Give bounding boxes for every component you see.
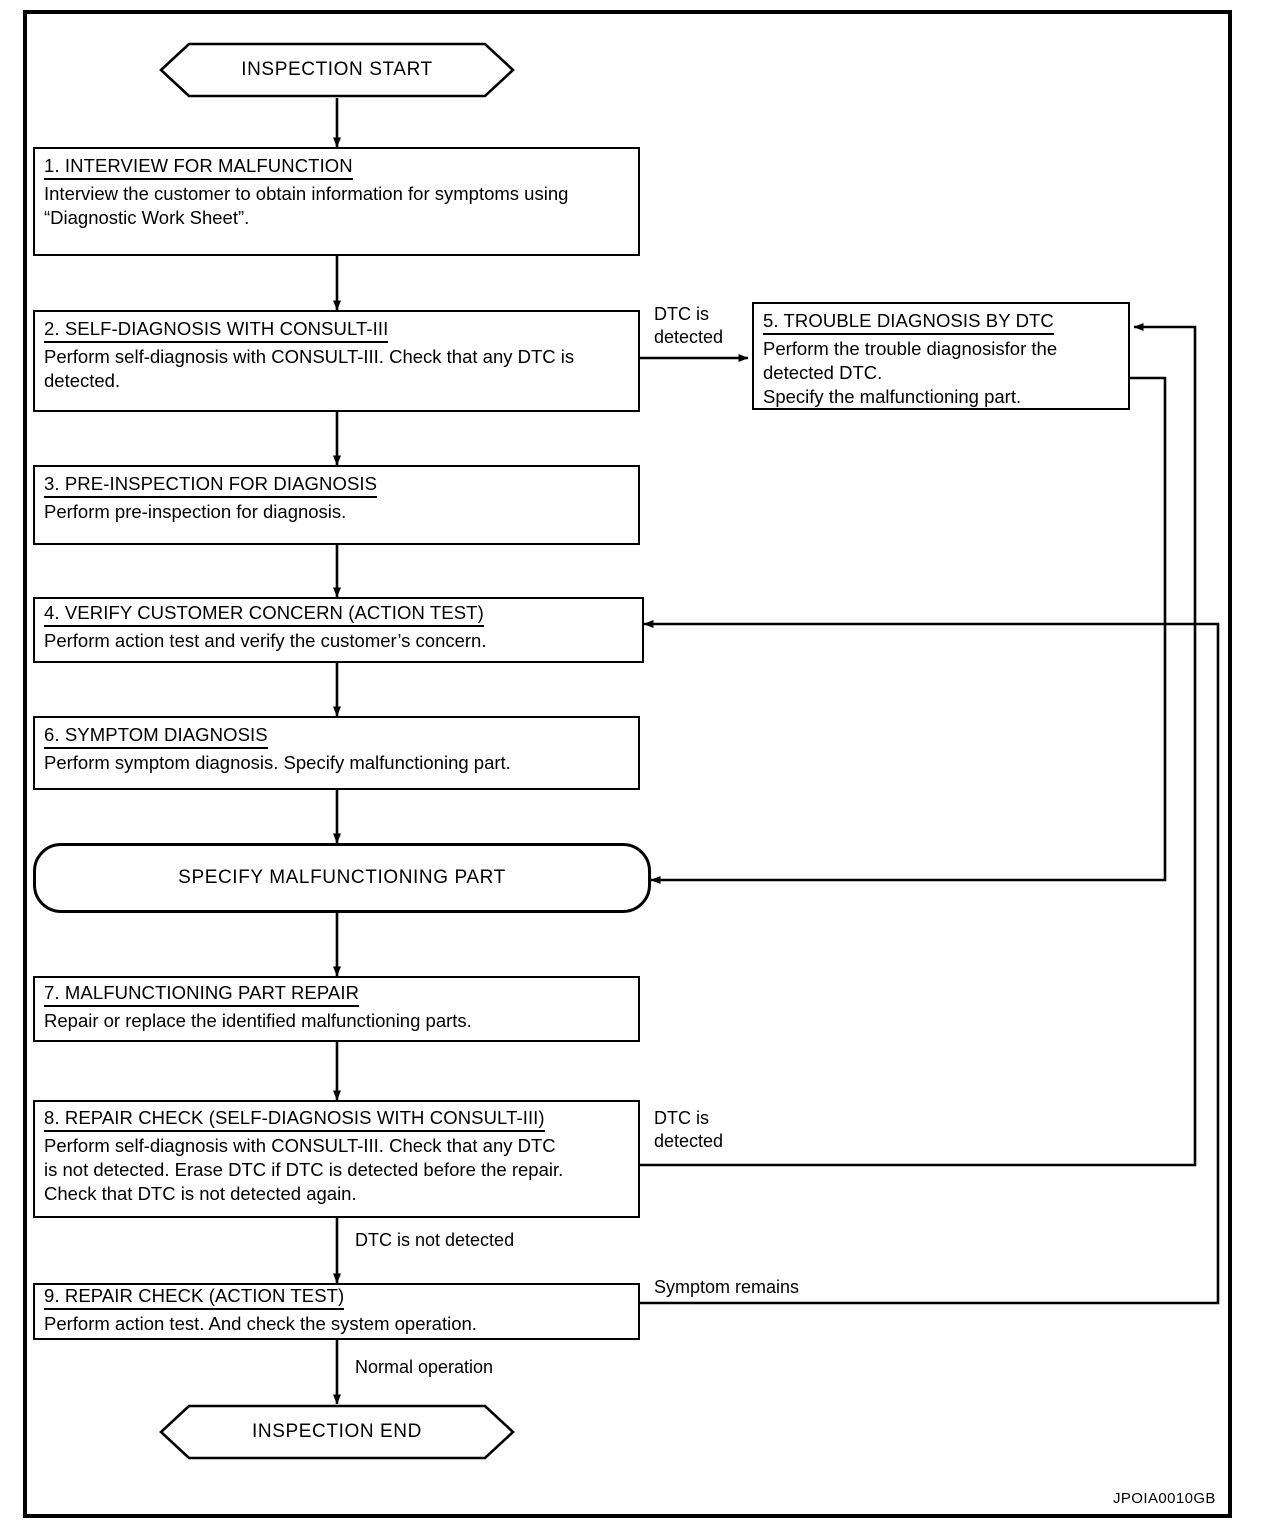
step6-line1: Perform symptom diagnosis. Specify malfu… xyxy=(44,752,511,773)
step9-line1: Perform action test. And check the syste… xyxy=(44,1313,477,1334)
hexagon-shape-end xyxy=(159,1404,515,1460)
diagram-outer-frame xyxy=(23,10,1232,1518)
process-box-step8: 8. REPAIR CHECK (SELF-DIAGNOSIS WITH CON… xyxy=(33,1100,640,1218)
step1-line1: Interview the customer to obtain informa… xyxy=(44,183,569,204)
process-box-step1: 1. INTERVIEW FOR MALFUNCTION Interview t… xyxy=(33,147,640,256)
step5-line2: detected DTC. xyxy=(763,362,883,383)
step7-line1: Repair or replace the identified malfunc… xyxy=(44,1010,472,1031)
process-box-step2: 2. SELF-DIAGNOSIS WITH CONSULT-III Perfo… xyxy=(33,310,640,412)
hexagon-shape-start xyxy=(159,42,515,98)
process-box-step9: 9. REPAIR CHECK (ACTION TEST) Perform ac… xyxy=(33,1283,640,1340)
step4-header: 4. VERIFY CUSTOMER CONCERN (ACTION TEST) xyxy=(44,602,484,627)
start-label: INSPECTION START xyxy=(241,59,433,80)
step3-header: 3. PRE-INSPECTION FOR DIAGNOSIS xyxy=(44,473,378,498)
process-box-step7: 7. MALFUNCTIONING PART REPAIR Repair or … xyxy=(33,976,640,1042)
edge-label-dtc-detected-from-step8-line1: DTC is xyxy=(654,1108,709,1128)
step4-line1: Perform action test and verify the custo… xyxy=(44,630,487,651)
process-box-step4: 4. VERIFY CUSTOMER CONCERN (ACTION TEST)… xyxy=(33,597,644,663)
process-box-step6: 6. SYMPTOM DIAGNOSIS Perform symptom dia… xyxy=(33,716,640,790)
step3-line1: Perform pre-inspection for diagnosis. xyxy=(44,501,347,522)
step5-line1: Perform the trouble diagnosisfor the xyxy=(763,338,1058,359)
step8-header: 8. REPAIR CHECK (SELF-DIAGNOSIS WITH CON… xyxy=(44,1107,545,1132)
edge-label-dtc-detected-from-step8-line2: detected xyxy=(654,1131,724,1151)
step7-header: 7. MALFUNCTIONING PART REPAIR xyxy=(44,982,360,1007)
edge-label-dtc-detected-from-step2: DTC is detected xyxy=(654,303,723,349)
process-box-step3: 3. PRE-INSPECTION FOR DIAGNOSIS Perform … xyxy=(33,465,640,545)
terminator-inspection-end: INSPECTION END xyxy=(159,1404,515,1460)
step5-line3: Specify the malfunctioning part. xyxy=(763,386,1022,407)
reference-code: JPOIA0010GB xyxy=(1113,1490,1216,1507)
step1-line2: “Diagnostic Work Sheet”. xyxy=(44,207,250,228)
step9-header: 9. REPAIR CHECK (ACTION TEST) xyxy=(44,1285,345,1310)
step2-line2: detected. xyxy=(44,370,121,391)
step5-header: 5. TROUBLE DIAGNOSIS BY DTC xyxy=(763,310,1054,335)
edge-label-dtc-detected-from-step2-line2: detected xyxy=(654,327,724,347)
step8-line3: Check that DTC is not detected again. xyxy=(44,1183,357,1204)
specify-malfunctioning-part-label: SPECIFY MALFUNCTIONING PART xyxy=(178,867,506,888)
edge-label-dtc-detected-from-step8: DTC is detected xyxy=(654,1107,723,1153)
edge-label-normal-operation: Normal operation xyxy=(355,1357,494,1377)
rounded-box-specify-malfunctioning-part: SPECIFY MALFUNCTIONING PART xyxy=(33,843,651,913)
step8-line2: is not detected. Erase DTC if DTC is det… xyxy=(44,1159,564,1180)
step2-line1: Perform self-diagnosis with CONSULT-III.… xyxy=(44,346,575,367)
edge-label-dtc-not-detected: DTC is not detected xyxy=(355,1230,515,1250)
edge-label-symptom-remains: Symptom remains xyxy=(654,1277,800,1297)
step8-line1: Perform self-diagnosis with CONSULT-III.… xyxy=(44,1135,556,1156)
end-label: INSPECTION END xyxy=(252,1421,422,1442)
edge-label-dtc-detected-from-step2-line1: DTC is xyxy=(654,304,709,324)
step6-header: 6. SYMPTOM DIAGNOSIS xyxy=(44,724,268,749)
step2-header: 2. SELF-DIAGNOSIS WITH CONSULT-III xyxy=(44,318,389,343)
process-box-step5: 5. TROUBLE DIAGNOSIS BY DTC Perform the … xyxy=(752,302,1130,410)
step1-header: 1. INTERVIEW FOR MALFUNCTION xyxy=(44,155,353,180)
terminator-inspection-start: INSPECTION START xyxy=(159,42,515,98)
